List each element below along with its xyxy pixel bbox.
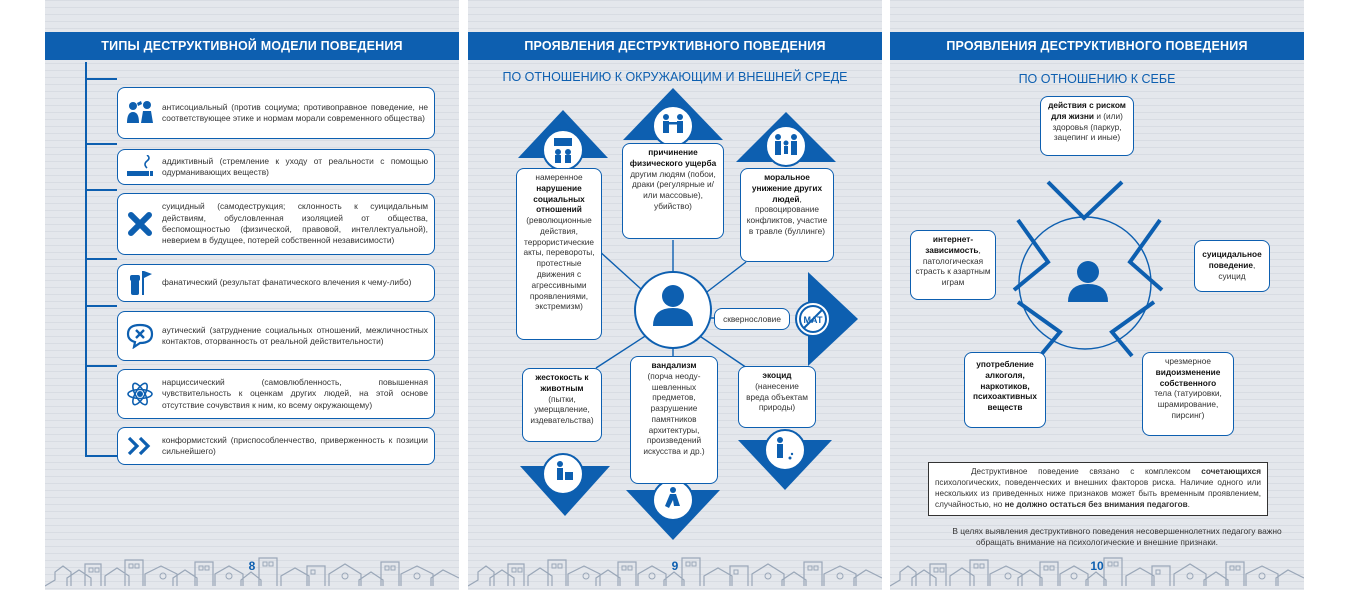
- box-physical-harm: причинение физического ущерба другим люд…: [622, 143, 724, 239]
- text-swearing: сквернословие: [723, 314, 781, 324]
- mat-sign-text: МАТ: [803, 315, 823, 325]
- cigarette-icon: [124, 152, 156, 182]
- notice-bold: не должно остаться без внимания педагого…: [1004, 500, 1188, 510]
- tree-branch: [85, 143, 117, 145]
- text-rest: (нанесение вреда объектам природы): [746, 380, 808, 413]
- notice-text: психологических, поведенческих и внешних…: [935, 478, 1261, 510]
- box-ecocide: экоцид (нанесение вреда объектам природы…: [738, 366, 816, 428]
- text-bold: причинение физического ущерба: [629, 147, 717, 168]
- type-item-text: аутический (затруднение социальных отнош…: [162, 324, 428, 346]
- page-10-subheader: ПО ОТНОШЕНИЮ К СЕБЕ: [1018, 72, 1176, 86]
- chevron-bottom-left: [1016, 300, 1063, 358]
- type-item-text: конформистский (приспособленчество, прив…: [162, 434, 428, 456]
- text-rest: другим людям (побои, драки (регулярные и…: [630, 168, 716, 211]
- box-animal-cruelty: жестокость к животным (пытки, умерщвлени…: [522, 368, 602, 442]
- text-rest: , суицид: [1218, 259, 1256, 281]
- tree-branch: [85, 189, 117, 191]
- box-risky-actions: действия с риском для жизни и (или) здор…: [1040, 96, 1134, 156]
- text-bold: видоизменение собственного: [1155, 366, 1221, 388]
- speech-bubble-x-icon: [124, 321, 156, 351]
- raised-fist-flag-icon: [124, 268, 156, 298]
- arrow-right: [808, 272, 858, 366]
- text-pre: чрезмерное: [1165, 356, 1211, 366]
- type-item-text: аддиктивный (стремление к уходу от реаль…: [162, 155, 428, 177]
- type-item-suicidal: суицидный (самодеструкция; склонность к …: [117, 193, 435, 255]
- page-8-header: ТИПЫ ДЕСТРУКТИВНОЙ МОДЕЛИ ПОВЕДЕНИЯ: [45, 32, 459, 60]
- footer-note: В целях выявления деструктивного поведен…: [952, 526, 1282, 548]
- type-item-text: фанатический (результат фанатического вл…: [162, 277, 412, 288]
- atom-icon: [124, 379, 156, 409]
- text-rest: и (или) здоровья (паркур, зацепинг и ины…: [1052, 110, 1123, 143]
- text-bold: вандализм: [651, 360, 697, 370]
- text-rest: (пытки, умерщвление, издевательства): [530, 393, 594, 426]
- tree-branch: [85, 365, 117, 367]
- text-bold: экоцид: [762, 370, 792, 380]
- box-social-violations: намеренное нарушение социальных отношени…: [516, 168, 602, 340]
- page-10-header: ПРОЯВЛЕНИЯ ДЕСТРУКТИВНОГО ПОВЕДЕНИЯ: [890, 32, 1304, 60]
- type-item-narcissistic: нарциссический (самовлюбленность, повыше…: [117, 369, 435, 419]
- box-moral-humiliation: моральное унижение других людей, провоци…: [740, 168, 834, 262]
- page-number: 9: [671, 559, 679, 573]
- type-item-autistic: аутический (затруднение социальных отнош…: [117, 311, 435, 361]
- box-body-modification: чрезмерное видоизменение собственного те…: [1142, 352, 1234, 436]
- text-rest: (революционные действия, террористически…: [523, 215, 595, 312]
- type-item-text: суицидный (самодеструкция; склонность к …: [162, 201, 428, 246]
- type-item-conformist: конформистский (приспособленчество, прив…: [117, 427, 435, 465]
- chevron-right: [1127, 218, 1164, 292]
- page-number: 10: [1090, 559, 1104, 573]
- text-bold: интернет-зависимость: [925, 234, 979, 255]
- notice-box: Деструктивное поведение связано с компле…: [928, 462, 1268, 516]
- notice-bold: сочетающихся: [1201, 467, 1261, 476]
- page-9-subheader: ПО ОТНОШЕНИЮ К ОКРУЖАЮЩИМ И ВНЕШНЕЙ СРЕД…: [502, 70, 848, 84]
- chevron-top: [1046, 180, 1124, 221]
- box-substance-use: употребление алкоголя, наркотиков, психо…: [964, 352, 1046, 428]
- person-icon: [1068, 261, 1108, 302]
- page-9-header: ПРОЯВЛЕНИЯ ДЕСТРУКТИВНОГО ПОВЕДЕНИЯ: [468, 32, 882, 60]
- type-item-text: нарциссический (самовлюбленность, повыше…: [162, 376, 428, 410]
- people-conflict-icon: [124, 98, 156, 128]
- tree-branch: [85, 78, 117, 80]
- page-10: ПРОЯВЛЕНИЯ ДЕСТРУКТИВНОГО ПОВЕДЕНИЯ ПО О…: [890, 0, 1304, 590]
- tree-branch: [85, 305, 117, 307]
- cross-icon: [124, 209, 156, 239]
- text-rest: тела (татуировки, шрамирование, пирсинг): [1154, 388, 1222, 420]
- text-bold: моральное унижение других людей: [751, 172, 823, 204]
- text-rest: , патологическая страсть к азартным игра…: [915, 244, 991, 288]
- tree-trunk: [85, 62, 87, 457]
- text-bold: суицидальное поведение: [1202, 249, 1262, 270]
- type-item-antisocial: антисоциальный (против социума; противоп…: [117, 87, 435, 139]
- type-item-text: антисоциальный (против социума; противоп…: [162, 101, 428, 123]
- text-rest: (порча неоду-шевленных предметов, разруш…: [643, 370, 705, 457]
- type-item-addictive: аддиктивный (стремление к уходу от реаль…: [117, 149, 435, 185]
- text-bold: жестокость к животным: [535, 372, 589, 393]
- chevron-left: [1012, 218, 1051, 292]
- double-chevron-icon: [124, 431, 156, 461]
- text-pre: намеренное: [535, 172, 583, 182]
- diagram-9-graphics: МАТ: [518, 88, 858, 540]
- diagram-10-graphics: [1012, 180, 1164, 358]
- box-swearing: сквернословие: [714, 308, 790, 330]
- tree-branch: [85, 455, 117, 457]
- text-bold: нарушение социальных отношений: [533, 182, 585, 215]
- page-number: 8: [248, 559, 256, 573]
- text-rest: , провоцирование конфликтов, участие в т…: [746, 193, 828, 236]
- page-8: ТИПЫ ДЕСТРУКТИВНОЙ МОДЕЛИ ПОВЕДЕНИЯ анти…: [45, 0, 459, 590]
- chevron-bottom-right: [1109, 300, 1156, 358]
- tree-branch: [85, 258, 117, 260]
- type-item-fanatic: фанатический (результат фанатического вл…: [117, 264, 435, 302]
- box-vandalism: вандализм (порча неоду-шевленных предмет…: [630, 356, 718, 484]
- text-bold: употребление алкоголя, наркотиков, психо…: [973, 359, 1037, 413]
- box-suicidal-behavior: суицидальное поведение, суицид: [1194, 240, 1270, 292]
- page-9: ПРОЯВЛЕНИЯ ДЕСТРУКТИВНОГО ПОВЕДЕНИЯ ПО О…: [468, 0, 882, 590]
- box-internet-addiction: интернет-зависимость, патологическая стр…: [910, 230, 996, 300]
- notice-text: .: [1187, 500, 1190, 510]
- text-bold: действия с риском для жизни: [1048, 100, 1126, 121]
- notice-text: Деструктивное поведение связано с компле…: [971, 467, 1191, 476]
